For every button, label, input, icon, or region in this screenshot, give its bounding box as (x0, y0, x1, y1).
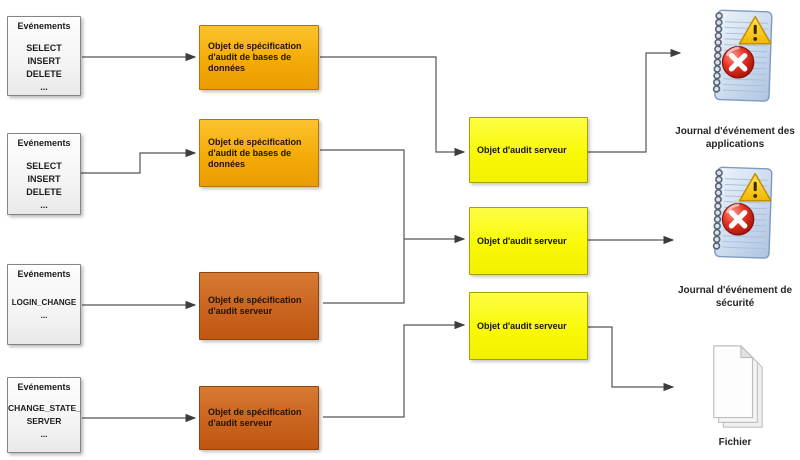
event-line: ... (40, 82, 48, 92)
audit-box-label: Objet d'audit serveur (477, 145, 567, 155)
event-line: ... (40, 200, 48, 210)
application-event-log-icon (702, 7, 778, 112)
server-audit-spec-box-2: Objet de spécification d'audit serveur (199, 386, 319, 450)
spec-box-label: Objet de spécification d'audit de bases … (208, 41, 302, 73)
server-audit-object-box-1: Objet d'audit serveur (469, 117, 588, 183)
event-box-1: Evénements SELECT INSERT DELETE ... (7, 16, 81, 96)
application-event-log-label: Journal d'événement des applications (675, 126, 795, 150)
event-line: CHANGE_STATE_ (8, 403, 81, 413)
security-event-log-label: Journal d'événement de sécurité (677, 285, 793, 309)
database-audit-spec-box-2: Objet de spécification d'audit de bases … (199, 119, 319, 187)
audit-box-label: Objet d'audit serveur (477, 236, 567, 246)
security-event-log-icon (702, 164, 778, 269)
audit-box-label: Objet d'audit serveur (477, 321, 567, 331)
event-line: DELETE (26, 69, 62, 79)
event-line: DELETE (26, 187, 62, 197)
spec-box-label: Objet de spécification d'audit serveur (208, 407, 302, 428)
event-line: LOGIN_CHANGE (11, 298, 77, 307)
event-box-4: Evénements CHANGE_STATE_ SERVER ... (7, 377, 81, 453)
event-line: SELECT (26, 43, 62, 53)
file-icon (704, 342, 772, 439)
spec-box-label: Objet de spécification d'audit serveur (208, 295, 302, 316)
server-audit-object-box-3: Objet d'audit serveur (469, 292, 588, 360)
event-box-title: Evénements (17, 21, 71, 31)
event-box-3: Evénements LOGIN_CHANGE ... (7, 264, 81, 345)
database-audit-spec-box-1: Objet de spécification d'audit de bases … (199, 25, 319, 90)
event-line: INSERT (27, 56, 61, 66)
event-box-title: Evénements (17, 138, 71, 148)
event-line: SERVER (26, 416, 62, 426)
event-box-2: Evénements SELECT INSERT DELETE ... (7, 133, 81, 215)
server-audit-object-box-2: Objet d'audit serveur (469, 207, 588, 275)
event-line: SELECT (26, 161, 62, 171)
event-box-title: Evénements (17, 382, 71, 392)
event-box-title: Evénements (17, 269, 71, 279)
event-line: INSERT (27, 174, 61, 184)
server-audit-spec-box-1: Objet de spécification d'audit serveur (199, 272, 319, 340)
event-line: ... (40, 429, 48, 439)
event-line: ... (40, 311, 48, 320)
spec-box-label: Objet de spécification d'audit de bases … (208, 136, 302, 169)
file-label: Fichier (718, 437, 752, 448)
